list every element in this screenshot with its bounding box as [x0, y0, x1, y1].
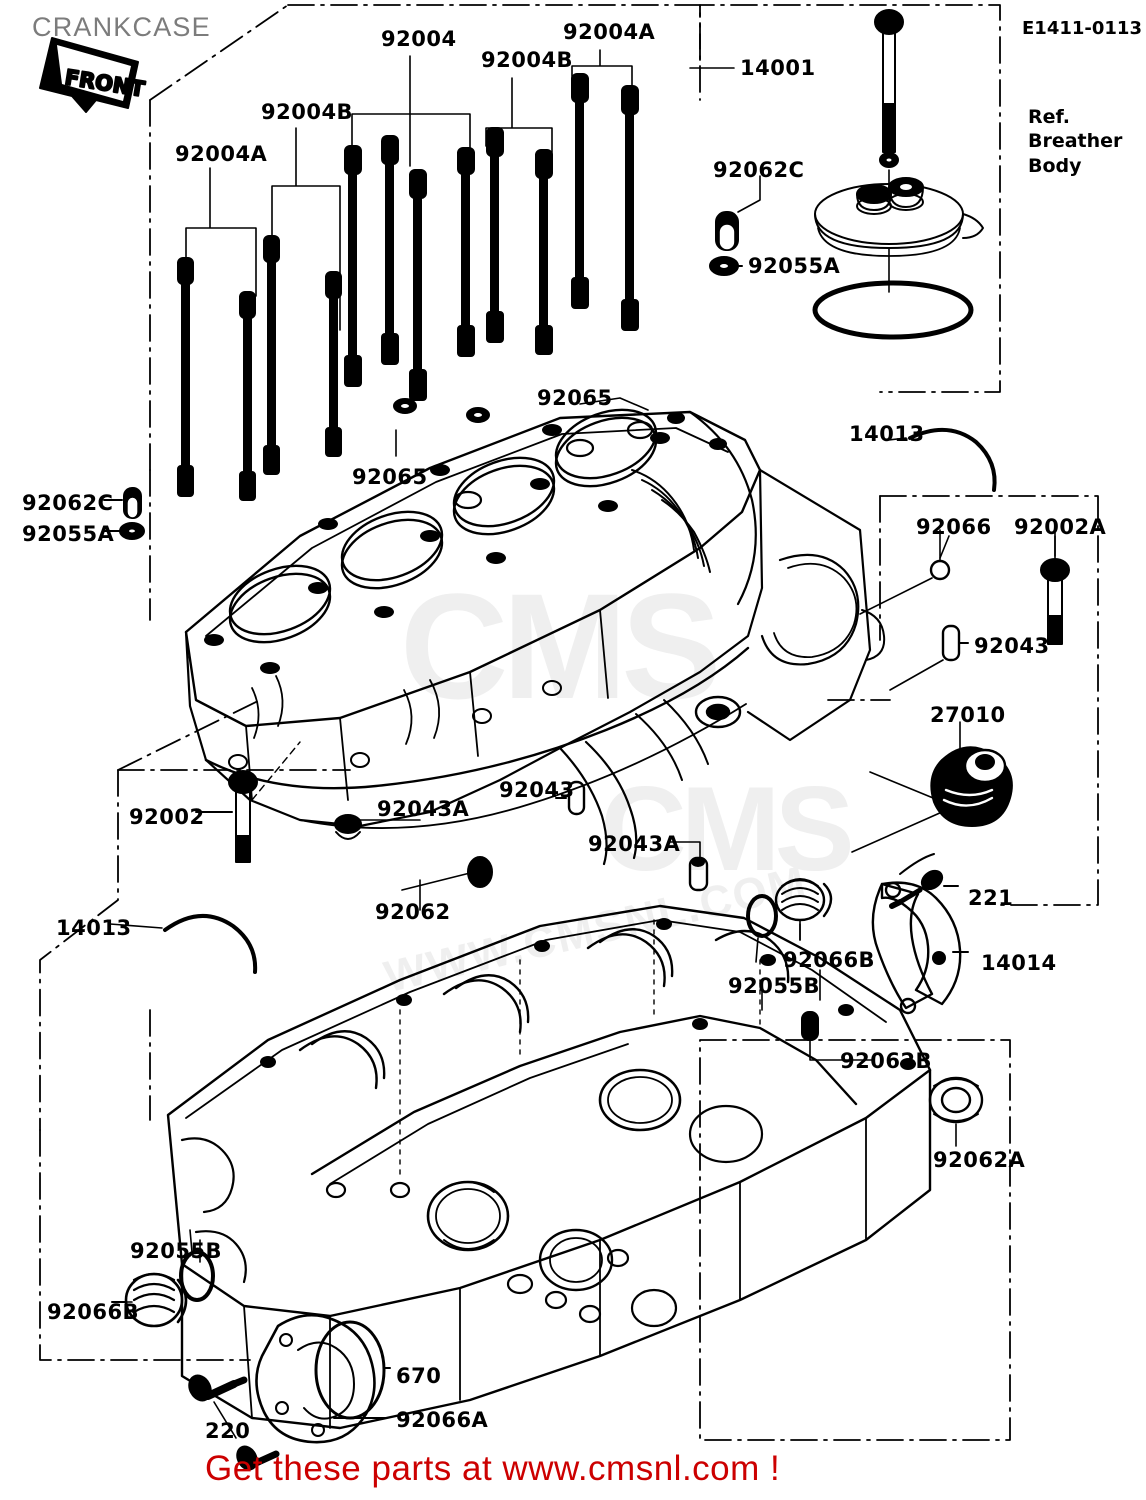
part-callout-220[interactable]: 220 — [205, 1419, 251, 1443]
part-callout-92065[interactable]: 92065 — [537, 386, 613, 410]
part-callout-14001[interactable]: 14001 — [740, 56, 816, 80]
part-callout-92066a[interactable]: 92066A — [396, 1408, 489, 1432]
part-callout-92043a[interactable]: 92043A — [588, 832, 681, 856]
part-callout-92062c[interactable]: 92062C — [713, 158, 805, 182]
part-callout-92004a[interactable]: 92004A — [175, 142, 268, 166]
reference-note-line-1: Ref. — [1028, 106, 1070, 128]
reference-note-line-2: Breather — [1028, 130, 1123, 153]
part-callout-92062[interactable]: 92062 — [375, 900, 451, 924]
diagram-code: E1411-0113 — [1022, 18, 1142, 39]
part-callout-92062c[interactable]: 92062C — [22, 491, 114, 515]
reference-note: Ref. Breather Body — [1028, 105, 1122, 178]
breather-body-assembly — [812, 9, 984, 340]
screw-221 — [889, 853, 959, 909]
oil-pipe-bracket — [871, 881, 969, 1015]
part-callout-92043a[interactable]: 92043A — [377, 797, 470, 821]
part-callout-92043[interactable]: 92043 — [974, 634, 1050, 658]
reference-note-line-3: Body — [1028, 154, 1082, 177]
part-callout-14014[interactable]: 14014 — [981, 951, 1057, 975]
oil-pressure-switch — [851, 721, 1013, 853]
part-callout-92055a[interactable]: 92055A — [748, 254, 841, 278]
part-callout-92004b[interactable]: 92004B — [261, 100, 354, 124]
part-callout-92066[interactable]: 92066 — [916, 515, 992, 539]
front-arrow-badge: FRONT — [39, 37, 148, 113]
oil-filter-cover-assembly — [188, 1313, 391, 1471]
page-title: CRANKCASE — [32, 12, 211, 42]
part-callout-92043[interactable]: 92043 — [499, 778, 575, 802]
part-callout-14013[interactable]: 14013 — [56, 916, 132, 940]
part-callout-92062a[interactable]: 92062A — [933, 1148, 1026, 1172]
part-callout-92002[interactable]: 92002 — [129, 805, 205, 829]
part-callout-92002a[interactable]: 92002A — [1014, 515, 1107, 539]
part-callout-27010[interactable]: 27010 — [930, 703, 1006, 727]
part-callout-92066b[interactable]: 92066B — [783, 948, 876, 972]
part-callout-14013[interactable]: 14013 — [849, 422, 925, 446]
part-callout-92065[interactable]: 92065 — [352, 465, 428, 489]
lower-crankcase-half — [166, 904, 932, 1430]
part-callout-92004[interactable]: 92004 — [381, 27, 457, 51]
part-callout-92004b[interactable]: 92004B — [481, 48, 574, 72]
part-callout-670[interactable]: 670 — [396, 1364, 442, 1388]
bolt-92002 — [195, 741, 301, 863]
footer-promo: Get these parts at www.cmsnl.com ! — [205, 1449, 781, 1488]
part-callout-92004a[interactable]: 92004A — [563, 20, 656, 44]
part-callout-221[interactable]: 221 — [968, 886, 1014, 910]
part-callout-92066b[interactable]: 92066B — [47, 1300, 140, 1324]
part-callout-92055b[interactable]: 92055B — [728, 974, 821, 998]
stud-bolts — [177, 73, 639, 501]
part-callout-92062b[interactable]: 92062B — [840, 1049, 933, 1073]
part-callout-92055b[interactable]: 92055B — [130, 1239, 223, 1263]
part-callout-92055a[interactable]: 92055A — [22, 522, 115, 546]
upper-crankcase-half — [184, 408, 886, 866]
dowel-pin-clip — [163, 427, 997, 974]
